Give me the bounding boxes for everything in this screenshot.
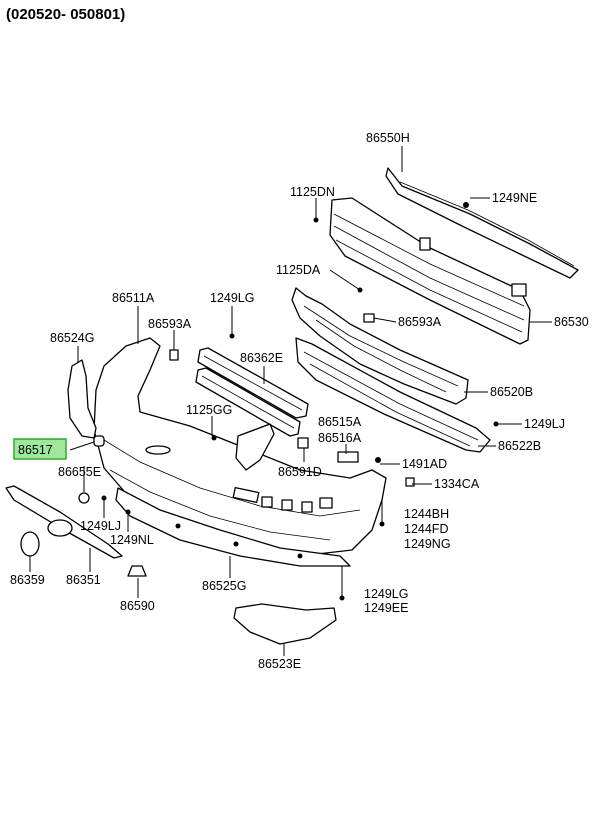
label-1249LG-top: 1249LG	[210, 291, 254, 305]
label-86525G: 86525G	[202, 579, 246, 593]
fog-lamp-slots	[232, 486, 333, 513]
radiator-grille-86362E	[195, 347, 309, 437]
label-86351: 86351	[66, 573, 101, 587]
bracket-1125GG	[235, 423, 275, 471]
label-1249NE: 1249NE	[492, 191, 537, 205]
label-86593A-right: 86593A	[398, 315, 442, 329]
label-1249LJ-left: 1249LJ	[80, 519, 121, 533]
label-1249NL: 1249NL	[110, 533, 154, 547]
label-86522B: 86522B	[498, 439, 541, 453]
highlight-86517	[13, 438, 67, 460]
label-86591D: 86591D	[278, 465, 322, 479]
date-range-title: (020520- 050801)	[6, 6, 126, 23]
label-1244FD: 1244FD	[404, 522, 448, 536]
strip-86550H	[385, 167, 579, 279]
label-86516A: 86516A	[318, 431, 362, 445]
label-86655E: 86655E	[58, 465, 101, 479]
label-1249EE: 1249EE	[364, 601, 408, 615]
label-1125DN: 1125DN	[290, 185, 335, 199]
label-86524G: 86524G	[50, 331, 94, 345]
label-1125DA: 1125DA	[276, 263, 321, 277]
label-1249LG-bottom: 1249LG	[364, 587, 408, 601]
side-cover-86524G	[67, 359, 97, 439]
label-86515A: 86515A	[318, 415, 362, 429]
label-1249NG: 1249NG	[404, 537, 451, 551]
label-86550H: 86550H	[366, 131, 410, 145]
part-labels: 86550H 1125DN 1249NE 1125DA 86530 86511A…	[10, 131, 589, 671]
fasteners	[78, 202, 499, 601]
leader-lines	[29, 146, 552, 656]
beam-86530	[329, 197, 531, 345]
label-86520B: 86520B	[490, 385, 533, 399]
label-86517: 86517	[18, 443, 53, 457]
label-1249LJ-right: 1249LJ	[524, 417, 565, 431]
emblem-mount	[47, 519, 73, 537]
label-1334CA: 1334CA	[434, 477, 480, 491]
label-1125GG: 1125GG	[186, 403, 232, 417]
absorber-86520B	[291, 287, 469, 405]
label-86590: 86590	[120, 599, 155, 613]
label-86511A: 86511A	[112, 291, 155, 305]
label-1491AD: 1491AD	[402, 457, 447, 471]
label-86362E: 86362E	[240, 351, 283, 365]
corner-piece-86523E	[233, 603, 337, 645]
label-86593A-left: 86593A	[148, 317, 192, 331]
label-1244BH: 1244BH	[404, 507, 449, 521]
label-86530: 86530	[554, 315, 589, 329]
label-86523E: 86523E	[258, 657, 301, 671]
label-86359: 86359	[10, 573, 45, 587]
emblem-86359	[20, 531, 40, 557]
